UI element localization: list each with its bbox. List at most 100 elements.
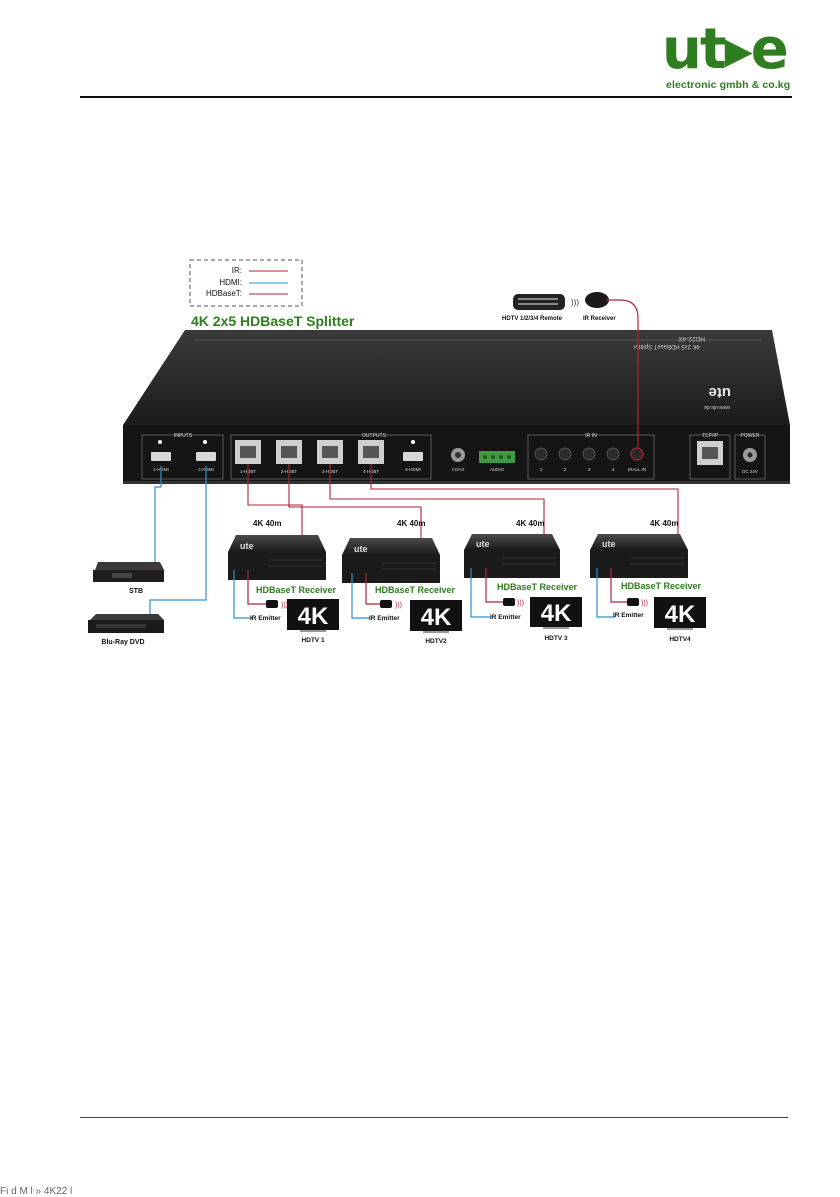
receiver-1-top [228, 535, 326, 552]
outputs-frame [230, 434, 432, 480]
remote-buttons-row-2 [518, 303, 558, 305]
receiver-2-ir-wave: ))) [395, 602, 402, 609]
receiver-3-ir-wave: ))) [517, 600, 524, 607]
hdtv-4-screen [654, 597, 706, 628]
receiver-2-emitter-label: IR Emitter [369, 615, 400, 622]
brand-logo: ut▸e electronic gmbh & co.kg [662, 22, 790, 92]
remote-buttons-row [518, 298, 558, 300]
receiver-2-distance: 4K 40m [397, 519, 425, 528]
input1-led [158, 440, 162, 444]
bluray-hdmi-cable [149, 466, 207, 625]
ir-in-4-jack [606, 447, 620, 461]
receiver-1-ir-emitter-icon [266, 600, 278, 608]
ir-in-1-label: 1 [540, 467, 543, 472]
receiver-4-distance: 4K 40m [650, 519, 678, 528]
output5-led [411, 440, 415, 444]
hdtv-4-label: HDTV4 [669, 636, 691, 643]
power-section-label: POWER [741, 433, 760, 439]
receiver-4-top [590, 534, 688, 550]
receiver-1-ir-wave: ))) [281, 602, 288, 609]
hdtv-3-4k-badge: 4K [541, 600, 572, 627]
hdbt-output-4-socket [363, 446, 379, 458]
footer-rule [80, 1117, 788, 1118]
audio-terminal [479, 451, 515, 463]
legend: IR: HDMI: HDBaseT: [189, 259, 303, 307]
device-top [123, 330, 790, 425]
diagram-title: 4K 2x5 HDBaseT Splitter [191, 313, 355, 329]
ir-in-3-label: 3 [588, 467, 591, 472]
inputs-section-label: INPUTS [174, 433, 193, 439]
hdtv-4-stand [667, 628, 693, 630]
audio-screw-1 [483, 455, 487, 459]
device-name-label: 4K 2x5 HDBaseT Splitter [633, 343, 700, 349]
inputs-frame [141, 434, 224, 480]
ir-receiver-label: IR Receiver [583, 316, 616, 322]
hdtv-3-screen [530, 597, 582, 627]
audio-screw-4 [507, 455, 511, 459]
hdbt-cable-1 [247, 464, 303, 540]
stb-hdmi-cable [154, 466, 162, 562]
bluray-label: Blu-Ray DVD [101, 639, 144, 646]
receiver-4-emitter-label: IR Emitter [613, 612, 644, 619]
receiver-3-ir-emitter-icon [503, 598, 515, 606]
stb-top [95, 562, 164, 570]
receiver-1-distance: 4K 40m [253, 519, 281, 528]
receiver-1-hdmi-cable [233, 570, 252, 619]
coax-center [455, 452, 461, 458]
receiver-3-distance: 4K 40m [516, 519, 544, 528]
receiver-3-brand: ute [476, 539, 490, 549]
audio-screw-3 [499, 455, 503, 459]
bluray-tray [96, 624, 146, 628]
bluray-device: Blu-Ray DVD [88, 614, 164, 646]
hdmi-output-5-label: 5-HDMI [405, 467, 421, 472]
stb-label: STB [129, 588, 143, 595]
ir-in-2-label: 2 [564, 467, 567, 472]
remote-label: HDTV 1/2/3/4 Remote [502, 316, 563, 322]
remote-body [513, 294, 565, 310]
hdbt-cable-2 [288, 464, 422, 540]
audio-label: AUDIO [490, 467, 505, 472]
outputs-section-label: OUTPUTS [362, 433, 387, 439]
legend-box [189, 259, 303, 307]
device-model-label: HD22-4X [678, 335, 705, 342]
receiver-4-brand: ute [602, 539, 616, 549]
ir-all-in-label: IRALL IN [628, 467, 646, 472]
receiver-3-emitter-label: IR Emitter [490, 614, 521, 621]
hdtv-1-screen [287, 599, 339, 630]
hdtv-2-label: HDTV2 [425, 638, 447, 645]
ir-in-1-jack [534, 447, 548, 461]
hdbt-cable-3 [329, 464, 545, 540]
receiver-1-label: HDBaseT Receiver [256, 585, 337, 595]
hdmi-input-2-port [196, 452, 216, 461]
ir-receiver-icon [585, 292, 609, 308]
remote-control: ))) HDTV 1/2/3/4 Remote [502, 294, 579, 322]
receiver-3-label: HDBaseT Receiver [497, 582, 578, 592]
receiver-3-hdmi-cable [470, 568, 491, 618]
receiver-2-top [342, 538, 440, 555]
receiver-4: 4K 40m ute HDBaseT Receiver ))) IR Emitt… [590, 519, 706, 643]
device-top-brand: ute [709, 384, 732, 401]
coax-label: COAX [452, 467, 465, 472]
receiver-2-ir-cable [365, 573, 380, 605]
hdbt-output-3-socket [322, 446, 338, 458]
legend-hdbaset-label: HDBaseT: [206, 289, 242, 298]
irin-section-label: IR IN [585, 433, 597, 439]
receiver-2-hdmi-cable [351, 573, 370, 619]
hdmi-output-5-port [403, 452, 423, 461]
hdtv-1-stand [300, 630, 326, 632]
stb-device: STB [93, 562, 164, 595]
hdtv-2-stand [423, 631, 449, 633]
hdbt-output-1-socket [240, 446, 256, 458]
hdtv-4-4k-badge: 4K [665, 601, 696, 628]
tcpip-frame [689, 434, 731, 480]
hdtv-3-stand [543, 627, 569, 629]
receiver-3: 4K 40m ute HDBaseT Receiver ))) IR Emitt… [464, 519, 582, 642]
legend-hdmi-label: HDMI: [219, 278, 242, 287]
ir-in-4-label: 4 [612, 467, 615, 472]
receiver-2: 4K 40m ute HDBaseT Receiver ))) IR Emitt… [342, 519, 462, 645]
audio-screw-2 [491, 455, 495, 459]
hdtv-1-4k-badge: 4K [298, 603, 329, 630]
tcpip-socket [702, 447, 718, 459]
